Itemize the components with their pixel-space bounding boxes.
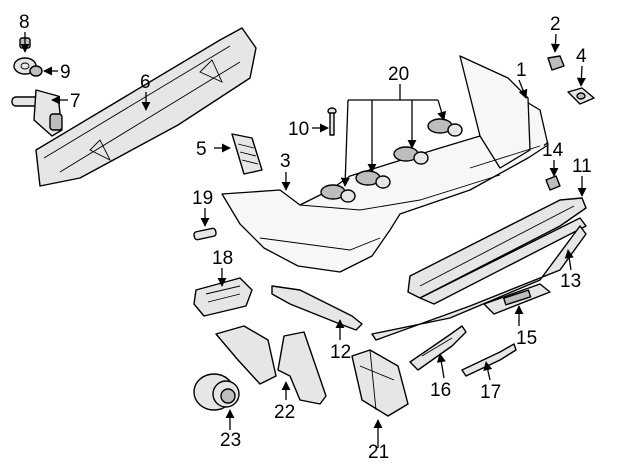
bracket-part-18 xyxy=(193,277,253,317)
callout-15: 15 xyxy=(516,328,537,349)
callout-22: 22 xyxy=(274,402,295,423)
clip-nut-part-4 xyxy=(567,87,595,105)
sensor-d xyxy=(427,118,463,137)
side-trim-part-12 xyxy=(271,285,363,331)
callout-8: 8 xyxy=(19,12,30,33)
bracket-part-5 xyxy=(231,133,263,175)
callout-23: 23 xyxy=(220,430,241,451)
sensor-c xyxy=(393,146,429,165)
pin-part-19 xyxy=(193,227,217,241)
control-module-part-21 xyxy=(351,349,409,417)
screw-part-10 xyxy=(327,107,337,136)
callout-4: 4 xyxy=(576,46,587,67)
callout-9: 9 xyxy=(60,62,71,83)
trim-strip-part-11 xyxy=(407,197,587,299)
callout-13: 13 xyxy=(560,271,581,292)
callout-14: 14 xyxy=(542,140,564,161)
grommet-part-23 xyxy=(193,373,240,411)
callout-1: 1 xyxy=(516,60,527,81)
callout-7: 7 xyxy=(70,91,81,112)
callout-5: 5 xyxy=(196,139,207,160)
clip-part-14 xyxy=(545,175,561,191)
spoiler-part-13 xyxy=(371,217,587,341)
callout-6: 6 xyxy=(140,72,151,93)
sensor-b xyxy=(355,170,391,189)
shock-absorber-part-7 xyxy=(11,89,63,137)
sensor-a xyxy=(320,184,356,203)
leader-lines xyxy=(20,32,587,448)
callout-21: 21 xyxy=(368,442,389,463)
callout-labels: 1 2 3 4 5 6 7 8 9 10 11 12 13 14 15 16 1… xyxy=(19,12,592,463)
callout-16: 16 xyxy=(430,380,451,401)
callout-3: 3 xyxy=(280,151,291,172)
callout-19: 19 xyxy=(192,188,213,209)
plug-part-9 xyxy=(29,65,43,77)
callout-17: 17 xyxy=(480,382,501,403)
bracket-part-15 xyxy=(483,283,551,315)
callout-12: 12 xyxy=(330,342,351,363)
sensors-part-20 xyxy=(320,118,463,203)
nut-part-2 xyxy=(547,55,565,71)
callout-11: 11 xyxy=(572,156,592,177)
bracket-part-16 xyxy=(409,325,467,371)
callout-10: 10 xyxy=(288,119,309,140)
callout-20: 20 xyxy=(388,64,409,85)
bracket-part-17 xyxy=(461,343,517,377)
bracket-part-22 xyxy=(215,325,327,405)
callout-18: 18 xyxy=(212,248,233,269)
callout-2: 2 xyxy=(550,14,561,35)
